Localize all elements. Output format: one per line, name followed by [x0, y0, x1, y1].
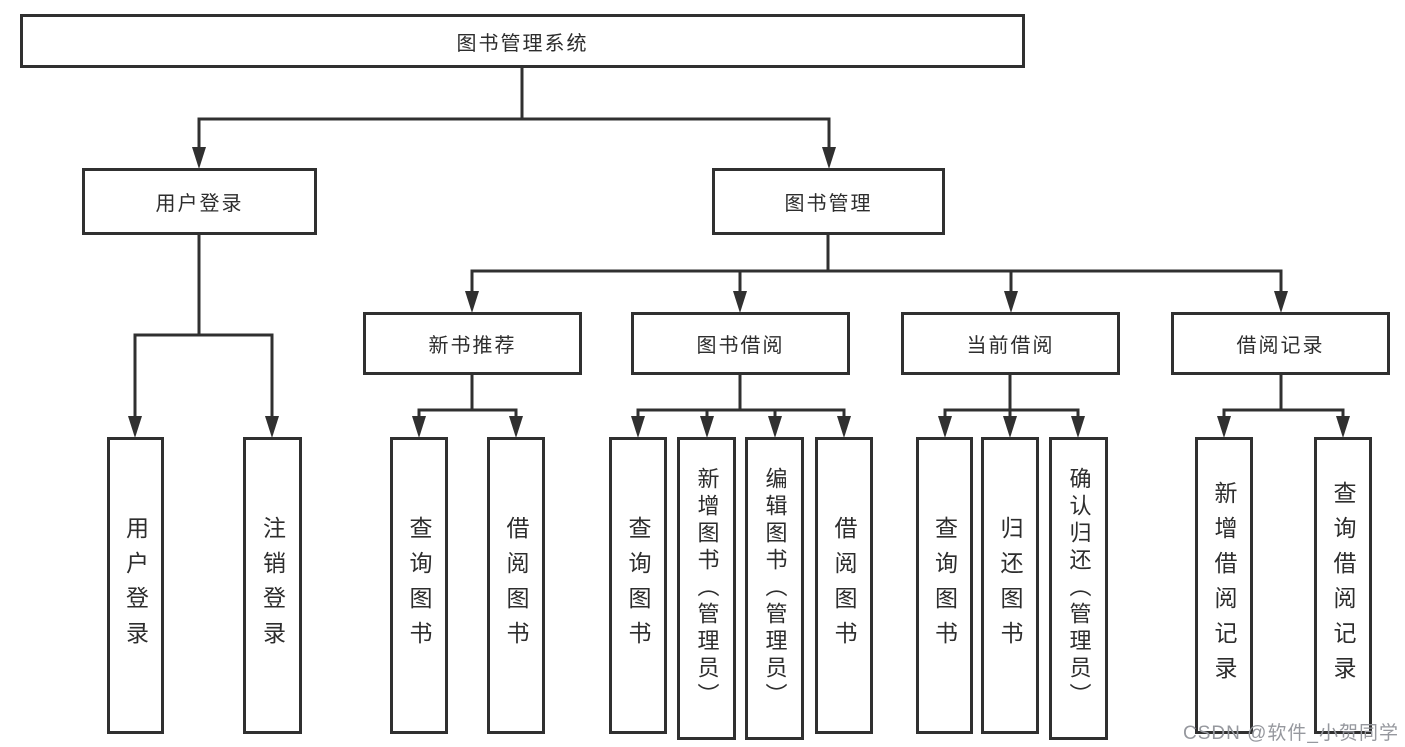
connector-root-to-level1 — [192, 67, 836, 169]
leaf-query-borrow-record: 查询借阅记录 — [1314, 437, 1372, 734]
leaf-logout: 注销登录 — [243, 437, 302, 734]
leaf-user-login: 用户登录 — [107, 437, 164, 734]
leaf-edit-books-admin: 编辑图书（管理员） — [745, 437, 804, 740]
node-book-management: 图书管理 — [712, 168, 945, 235]
leaf-return-books-label: 归还图书 — [997, 515, 1023, 656]
node-borrowing-records: 借阅记录 — [1171, 312, 1390, 375]
leaf-add-borrow-record: 新增借阅记录 — [1195, 437, 1253, 734]
node-book-borrowing-label: 图书借阅 — [696, 335, 785, 357]
node-root-system: 图书管理系统 — [20, 14, 1025, 68]
leaf-newrec-query-books: 查询图书 — [390, 437, 448, 734]
leaf-logout-label: 注销登录 — [259, 515, 286, 656]
leaf-borrowing-borrow-books: 借阅图书 — [815, 437, 873, 734]
connector-current-to-leaves — [938, 375, 1085, 438]
leaf-borrowing-query-books-label: 查询图书 — [625, 515, 651, 656]
node-root-label: 图书管理系统 — [456, 32, 589, 55]
connector-records-to-leaves — [1217, 375, 1350, 438]
connector-bookmgmt-to-level2 — [465, 235, 1288, 313]
node-borrowing-records-label: 借阅记录 — [1236, 335, 1325, 357]
node-user-login: 用户登录 — [82, 168, 317, 235]
leaf-return-books: 归还图书 — [981, 437, 1039, 734]
leaf-newrec-borrow-books-label: 借阅图书 — [503, 515, 529, 656]
leaf-borrowing-query-books: 查询图书 — [609, 437, 667, 734]
csdn-watermark: CSDN @软件_小贺同学 — [1183, 723, 1399, 744]
connector-userlogin-to-leaves — [128, 235, 279, 438]
leaf-confirm-return-admin-label: 确认归还（管理员） — [1066, 467, 1092, 710]
leaf-newrec-query-books-label: 查询图书 — [406, 515, 432, 656]
leaf-add-books-admin-label: 新增图书（管理员） — [694, 467, 720, 710]
leaf-query-borrow-record-label: 查询借阅记录 — [1330, 480, 1356, 691]
leaf-edit-books-admin-label: 编辑图书（管理员） — [762, 467, 788, 710]
node-current-borrowing: 当前借阅 — [901, 312, 1120, 375]
leaf-confirm-return-admin: 确认归还（管理员） — [1049, 437, 1108, 740]
leaf-add-books-admin: 新增图书（管理员） — [677, 437, 736, 740]
connector-newrec-to-leaves — [412, 375, 523, 438]
leaf-current-query-books: 查询图书 — [916, 437, 973, 734]
leaf-user-login-label: 用户登录 — [122, 515, 149, 656]
leaf-current-query-books-label: 查询图书 — [931, 515, 958, 656]
leaf-add-borrow-record-label: 新增借阅记录 — [1211, 480, 1237, 691]
node-new-book-recommendation: 新书推荐 — [363, 312, 582, 375]
leaf-newrec-borrow-books: 借阅图书 — [487, 437, 545, 734]
connector-borrowing-to-leaves — [631, 375, 851, 438]
node-book-management-label: 图书管理 — [784, 193, 873, 215]
node-current-borrowing-label: 当前借阅 — [966, 335, 1055, 357]
node-book-borrowing: 图书借阅 — [631, 312, 850, 375]
leaf-borrowing-borrow-books-label: 借阅图书 — [831, 515, 857, 656]
node-new-book-recommendation-label: 新书推荐 — [428, 335, 517, 357]
node-user-login-label: 用户登录 — [155, 193, 244, 215]
